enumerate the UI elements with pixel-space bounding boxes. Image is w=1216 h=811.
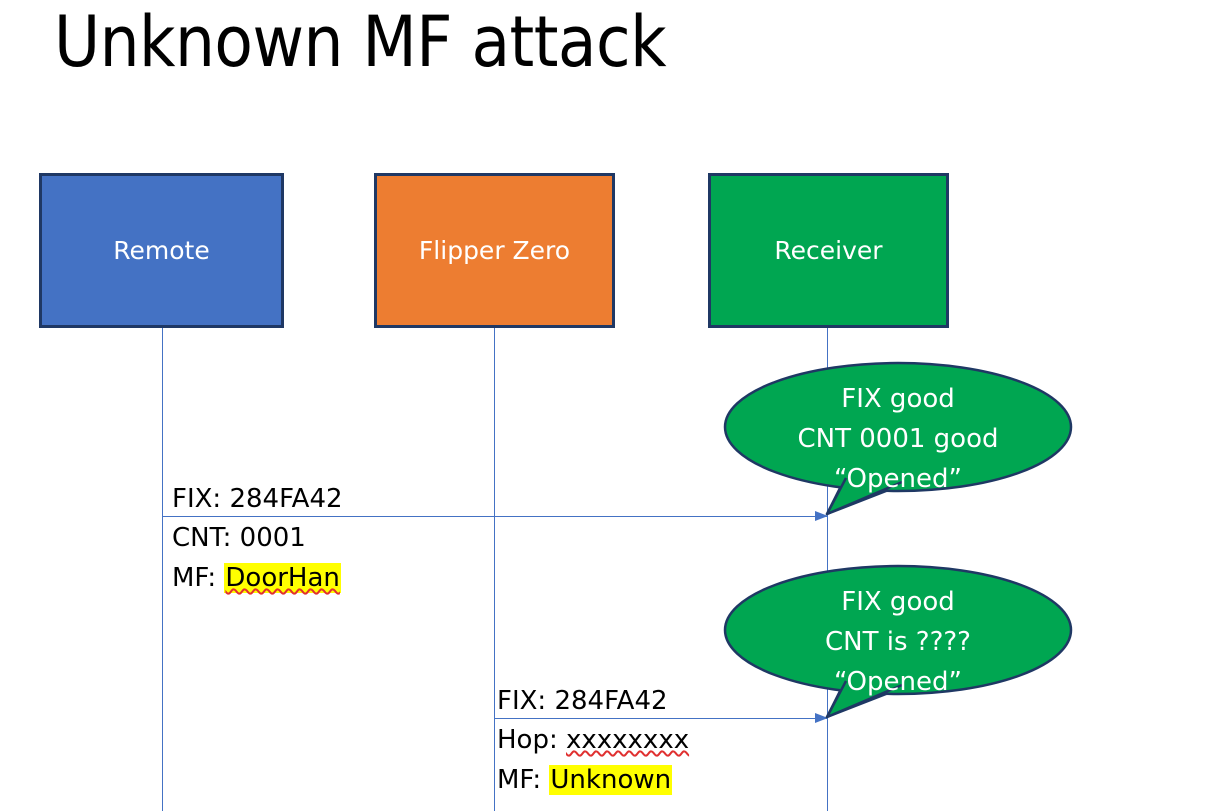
message-arrow-flipper-to-receiver <box>495 713 828 723</box>
actor-label-remote: Remote <box>113 235 210 265</box>
message-2-fix-line: FIX: 284FA42 <box>497 681 668 721</box>
page-title: Unknown MF attack <box>54 1 667 83</box>
message-2-mf-prefix: MF: <box>497 765 550 795</box>
speech-bubble-shape-1 <box>723 361 1073 516</box>
message-2-mf-value: Unknown <box>549 765 673 795</box>
message-1-mf-value: DoorHan <box>224 563 341 593</box>
message-arrow-remote-to-receiver <box>163 511 828 521</box>
message-2-detail-lines: Hop: xxxxxxxx MF: Unknown <box>497 720 689 800</box>
actor-box-flipper-zero[interactable]: Flipper Zero <box>374 173 615 328</box>
message-2-mf-line: MF: Unknown <box>497 760 689 800</box>
message-2-hop-line: Hop: xxxxxxxx <box>497 720 689 760</box>
message-2-hop-prefix: Hop: <box>497 725 566 755</box>
message-1-fix-line: FIX: 284FA42 <box>172 479 343 519</box>
lifeline-flipper-zero <box>494 328 495 811</box>
message-1-fix-text: FIX: 284FA42 <box>172 484 343 514</box>
actor-label-receiver: Receiver <box>774 235 883 265</box>
speech-bubble-receiver-1: FIX good CNT 0001 good “Opened” <box>723 361 1073 517</box>
message-1-mf-line: MF: DoorHan <box>172 558 341 598</box>
actor-label-flipper-zero: Flipper Zero <box>418 235 571 265</box>
message-2-fix-text: FIX: 284FA42 <box>497 686 668 716</box>
message-1-detail-lines: CNT: 0001 MF: DoorHan <box>172 518 341 598</box>
actor-box-receiver[interactable]: Receiver <box>708 173 949 328</box>
message-1-cnt-prefix: CNT: <box>172 523 240 553</box>
message-1-cnt-value: 0001 <box>239 523 306 553</box>
lifeline-receiver <box>827 328 828 811</box>
actor-box-remote[interactable]: Remote <box>39 173 284 328</box>
message-1-mf-prefix: MF: <box>172 563 225 593</box>
message-2-hop-value: xxxxxxxx <box>566 725 690 755</box>
speech-bubble-receiver-2: FIX good CNT is ???? “Opened” <box>723 564 1073 720</box>
lifeline-remote <box>162 328 163 811</box>
speech-bubble-shape-2 <box>723 564 1073 719</box>
message-1-cnt-line: CNT: 0001 <box>172 518 341 558</box>
